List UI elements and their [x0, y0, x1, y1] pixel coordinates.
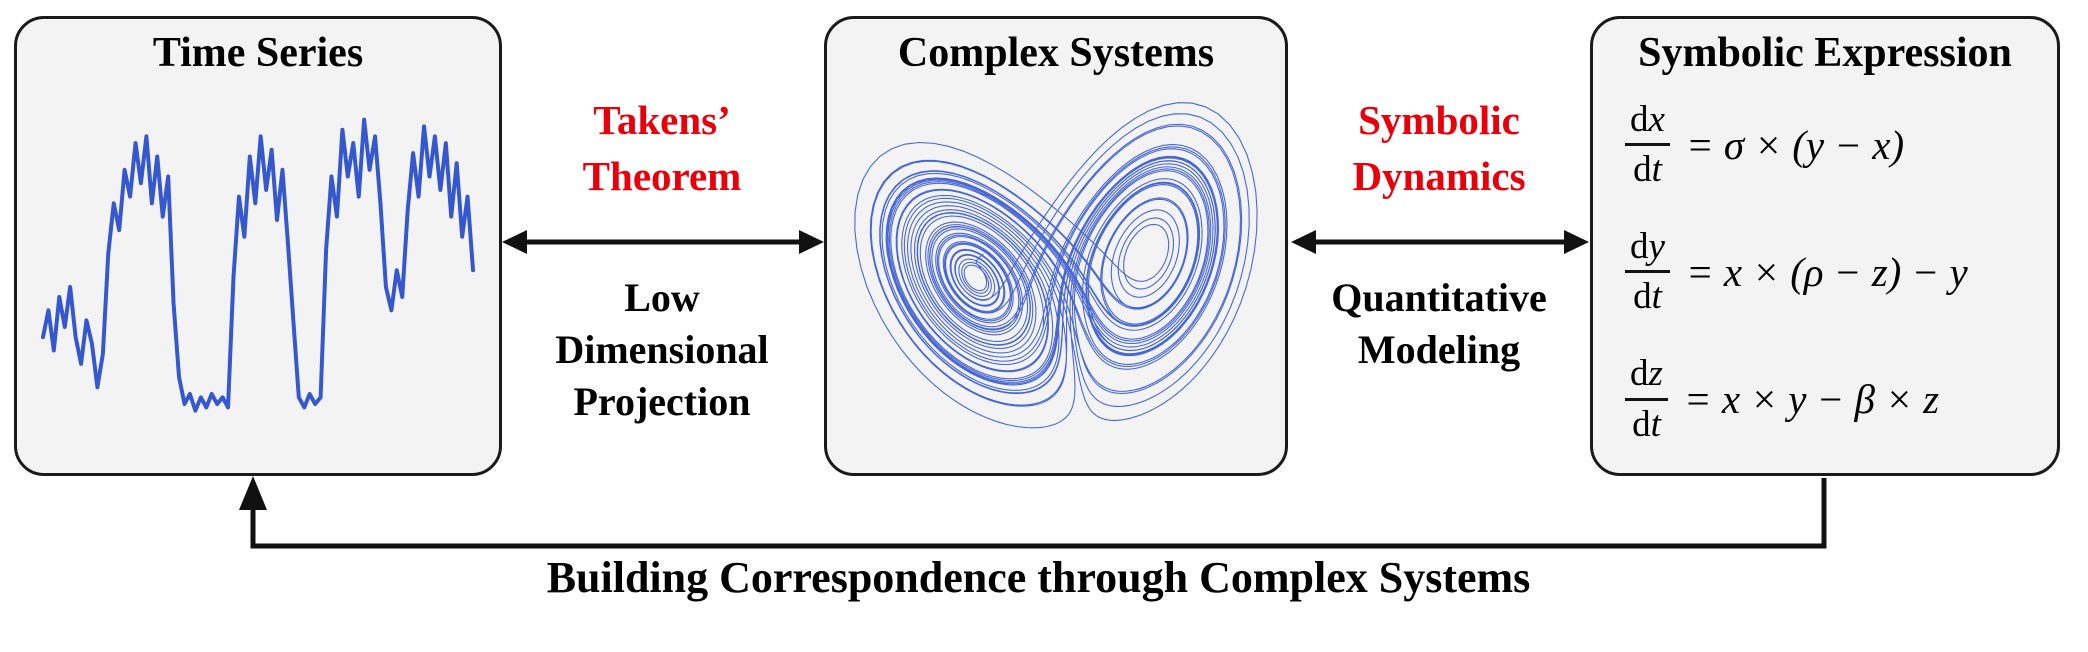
- takens-theorem-label: Takens’ Theorem: [582, 97, 742, 199]
- time-series-title: Time Series: [152, 30, 364, 76]
- equation-rhs: = x × y − β × z: [1683, 376, 1940, 423]
- box-time-series: Time Series: [14, 16, 502, 476]
- time-series-plot: [40, 117, 476, 413]
- box-complex-systems: Complex Systems: [824, 16, 1288, 476]
- building-correspondence-label: Building Correspondence through Complex …: [546, 553, 1531, 602]
- symbolic-double-arrow-icon: [1291, 230, 1589, 254]
- lorenz-equation-dx: dx dt = σ × (y − x): [1625, 99, 2045, 191]
- lorenz-equations: dx dt = σ × (y − x) dy dt = x × (ρ − z) …: [1625, 81, 2045, 463]
- takens-double-arrow-icon: [502, 230, 824, 254]
- low-dimensional-projection-label: Low Dimensional Projection: [555, 275, 769, 424]
- lorenz-equation-dz: dz dt = x × y − β × z: [1625, 353, 2045, 445]
- equation-rhs: = σ × (y − x): [1685, 121, 1905, 168]
- symbolic-expression-title: Symbolic Expression: [1638, 30, 2012, 76]
- fraction-dy-dt: dy dt: [1625, 226, 1670, 318]
- fraction-dx-dt: dx dt: [1625, 99, 1670, 191]
- fraction-dz-dt: dz dt: [1625, 353, 1668, 445]
- lorenz-attractor-plot: [854, 102, 1258, 429]
- quantitative-modeling-label: Quantitative Modeling: [1331, 275, 1547, 372]
- box-symbolic-expression: Symbolic Expression dx dt = σ × (y − x) …: [1590, 16, 2060, 476]
- equation-rhs: = x × (ρ − z) − y: [1685, 248, 1968, 295]
- lorenz-equation-dy: dy dt = x × (ρ − z) − y: [1625, 226, 2045, 318]
- complex-systems-title: Complex Systems: [897, 30, 1215, 76]
- symbolic-dynamics-label: Symbolic Dynamics: [1352, 97, 1526, 199]
